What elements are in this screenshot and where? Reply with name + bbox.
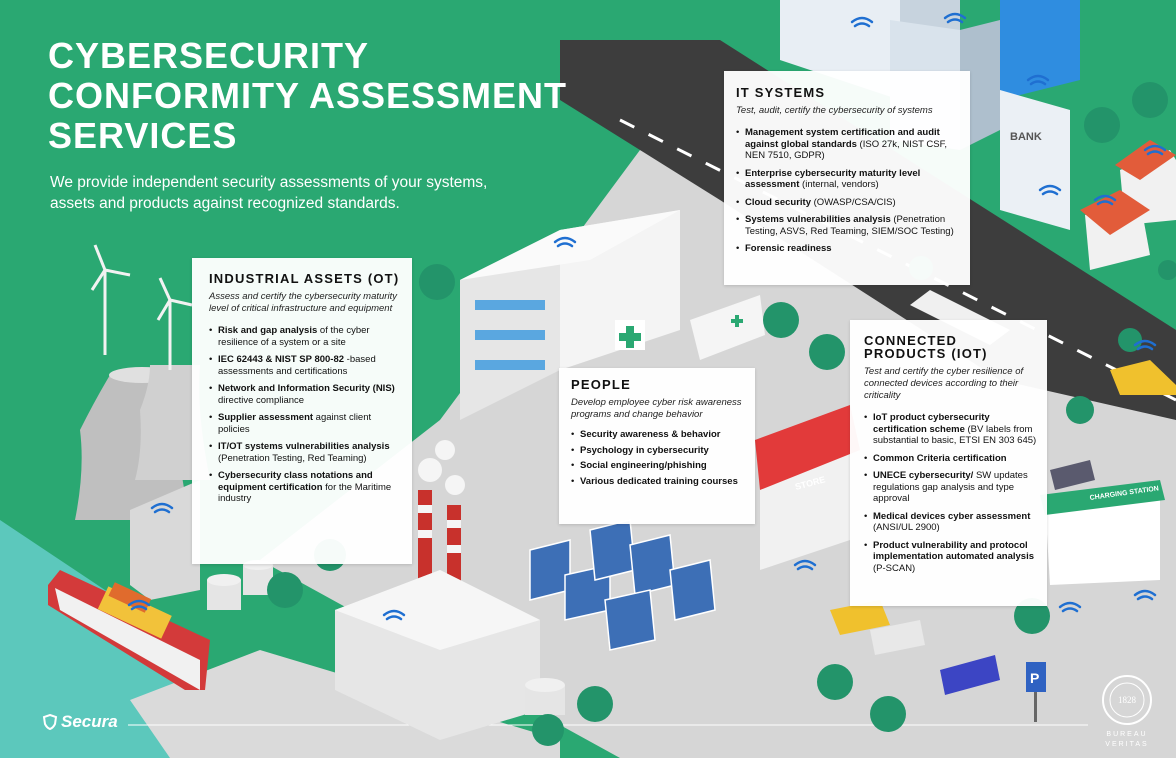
service-item: Supplier assessment against client polic… [209, 412, 400, 435]
service-item: Network and Information Security (NIS) d… [209, 383, 400, 406]
service-item-bold: Network and Information Security (NIS) [218, 383, 395, 394]
seal-line-2: VERITAS [1105, 741, 1148, 748]
card-title: INDUSTRIAL ASSETS (OT) [209, 271, 400, 286]
bank-label: BANK [1010, 131, 1042, 143]
card-description: Test and certify the cyber resilience of… [864, 366, 1024, 401]
service-item: Forensic readiness [736, 243, 960, 255]
service-item-detail: (internal, vendors) [799, 179, 879, 190]
service-item-bold: Supplier assessment [218, 412, 314, 423]
service-list: IoT product cybersecurity certification … [864, 412, 1037, 574]
road-markings [619, 118, 1176, 402]
bureau-veritas-seal: 1828 BUREAU VERITAS [1102, 675, 1152, 748]
card-industrial-assets: INDUSTRIAL ASSETS (OT) Assess and certif… [192, 258, 412, 564]
card-connected-products: CONNECTED PRODUCTS (IOT) Test and certif… [850, 320, 1047, 606]
secura-logo: Secura [42, 712, 118, 732]
service-item-bold: UNECE cybersecurity/ [873, 470, 974, 481]
service-item: Psychology in cybersecurity [571, 445, 745, 457]
page-title: CYBERSECURITY CONFORMITY ASSESSMENT SERV… [48, 36, 567, 156]
service-item: Various dedicated training courses [571, 476, 745, 488]
service-item: Systems vulnerabilities analysis (Penetr… [736, 214, 960, 237]
card-description: Develop employee cyber risk awareness pr… [571, 397, 742, 420]
service-item-bold: Various dedicated training courses [580, 475, 738, 487]
service-item: IT/OT systems vulnerabilities analysis (… [209, 441, 400, 464]
service-item-bold: Security awareness & behavior [580, 429, 721, 440]
seal-line-1: BUREAU [1106, 731, 1147, 738]
service-item-bold: Medical devices cyber assessment [873, 510, 1031, 522]
service-item-bold: Cybersecurity class notations and equipm… [218, 470, 373, 493]
service-item-detail: (BV labels from substantial to basic, ET… [873, 423, 1037, 447]
service-item: Social engineering/phishing [571, 460, 745, 472]
service-item: Enterprise cybersecurity maturity level … [736, 168, 960, 191]
service-item-bold: IoT product cybersecurity certification … [873, 412, 990, 435]
service-item-bold: Management system certification and audi… [745, 127, 940, 150]
ambulance [690, 295, 765, 360]
service-item-detail: (Penetration Testing, Red Teaming) [218, 452, 367, 464]
service-item-detail: (P-SCAN) [873, 562, 916, 574]
service-list: Management system certification and audi… [736, 127, 960, 255]
title-line-1: CYBERSECURITY [48, 35, 370, 76]
service-item: IEC 62443 & NIST SP 800-82 -based assess… [209, 354, 400, 377]
service-list: Security awareness & behaviorPsychology … [571, 429, 745, 487]
service-item: Common Criteria certification [864, 453, 1037, 465]
service-item-bold: Psychology in cybersecurity [580, 444, 709, 456]
service-list: Risk and gap analysis of the cyber resil… [209, 325, 400, 505]
service-item-bold: Cloud security [745, 196, 811, 208]
service-item-bold: Forensic readiness [745, 243, 832, 254]
cars [830, 360, 1176, 695]
service-item: Risk and gap analysis of the cyber resil… [209, 325, 400, 348]
card-description: Test, audit, certify the cybersecurity o… [736, 105, 933, 116]
solar-panel-icon [529, 519, 716, 651]
industrial-building [130, 480, 200, 600]
service-item-detail: (Penetration Testing, ASVS, Red Teaming,… [745, 214, 954, 237]
service-item: Medical devices cyber assessment (ANSI/U… [864, 511, 1037, 534]
service-item-bold: Enterprise cybersecurity maturity level … [745, 167, 921, 191]
service-item: Cybersecurity class notations and equipm… [209, 470, 400, 505]
charging-station: CHARGING STATION [1040, 480, 1165, 585]
title-line-3: SERVICES [48, 115, 238, 156]
service-item-detail: (ANSI/UL 2900) [873, 522, 940, 533]
service-item-detail: for the Maritime industry [218, 481, 392, 505]
service-item-detail: -based assessments and certifications [218, 354, 376, 377]
service-item-bold: IT/OT systems vulnerabilities analysis [218, 441, 390, 452]
card-title: CONNECTED PRODUCTS (IOT) [864, 333, 988, 361]
houses [1080, 140, 1176, 270]
card-title: PEOPLE [571, 377, 631, 392]
wind-turbine-icon [90, 244, 193, 370]
service-item-detail: directive compliance [218, 394, 305, 406]
service-item: Cloud security (OWASP/CSA/CIS) [736, 197, 960, 209]
shield-logo-icon [42, 714, 58, 730]
service-item-bold: Product vulnerability and protocol imple… [873, 539, 1035, 563]
service-item-bold: Common Criteria certification [873, 452, 1007, 464]
service-item-bold: Systems vulnerabilities analysis [745, 214, 891, 225]
service-item: Management system certification and audi… [736, 127, 960, 162]
service-item-detail: of the cyber resilience of a system or a… [218, 325, 370, 348]
store-building: STORE [755, 405, 860, 570]
service-item-detail: SW updates regulations gap analysis and … [873, 470, 1028, 504]
cargo-ship [48, 570, 210, 690]
service-item: UNECE cybersecurity/ SW updates regulati… [864, 470, 1037, 505]
service-item: Security awareness & behavior [571, 429, 745, 441]
parking-sign-icon: P [1026, 662, 1046, 722]
service-item: Product vulnerability and protocol imple… [864, 540, 1037, 575]
brand-name: Secura [61, 712, 118, 731]
service-item-detail: against client policies [218, 412, 372, 435]
card-people: PEOPLE Develop employee cyber risk aware… [559, 368, 755, 524]
seal-year: 1828 [1118, 695, 1137, 705]
card-title: IT SYSTEMS [736, 85, 826, 100]
service-item-bold: Social engineering/phishing [580, 460, 707, 471]
page-subtitle: We provide independent security assessme… [50, 174, 488, 212]
wifi-icon [127, 12, 1167, 621]
service-item-detail: (OWASP/CSA/CIS) [811, 196, 896, 208]
cooling-towers [75, 365, 210, 520]
service-item-bold: Risk and gap analysis [218, 325, 318, 336]
service-item: IoT product cybersecurity certification … [864, 412, 1037, 447]
card-description: Assess and certify the cybersecurity mat… [209, 291, 397, 314]
service-item-detail: (ISO 27k, NIST CSF, NEN 7510, GDPR) [745, 138, 948, 162]
card-it-systems: IT SYSTEMS Test, audit, certify the cybe… [724, 71, 970, 285]
title-line-2: CONFORMITY ASSESSMENT [48, 75, 568, 116]
medical-cross-icon [619, 326, 641, 348]
service-item-bold: IEC 62443 & NIST SP 800-82 [218, 354, 345, 365]
svg-text:P: P [1030, 670, 1039, 686]
